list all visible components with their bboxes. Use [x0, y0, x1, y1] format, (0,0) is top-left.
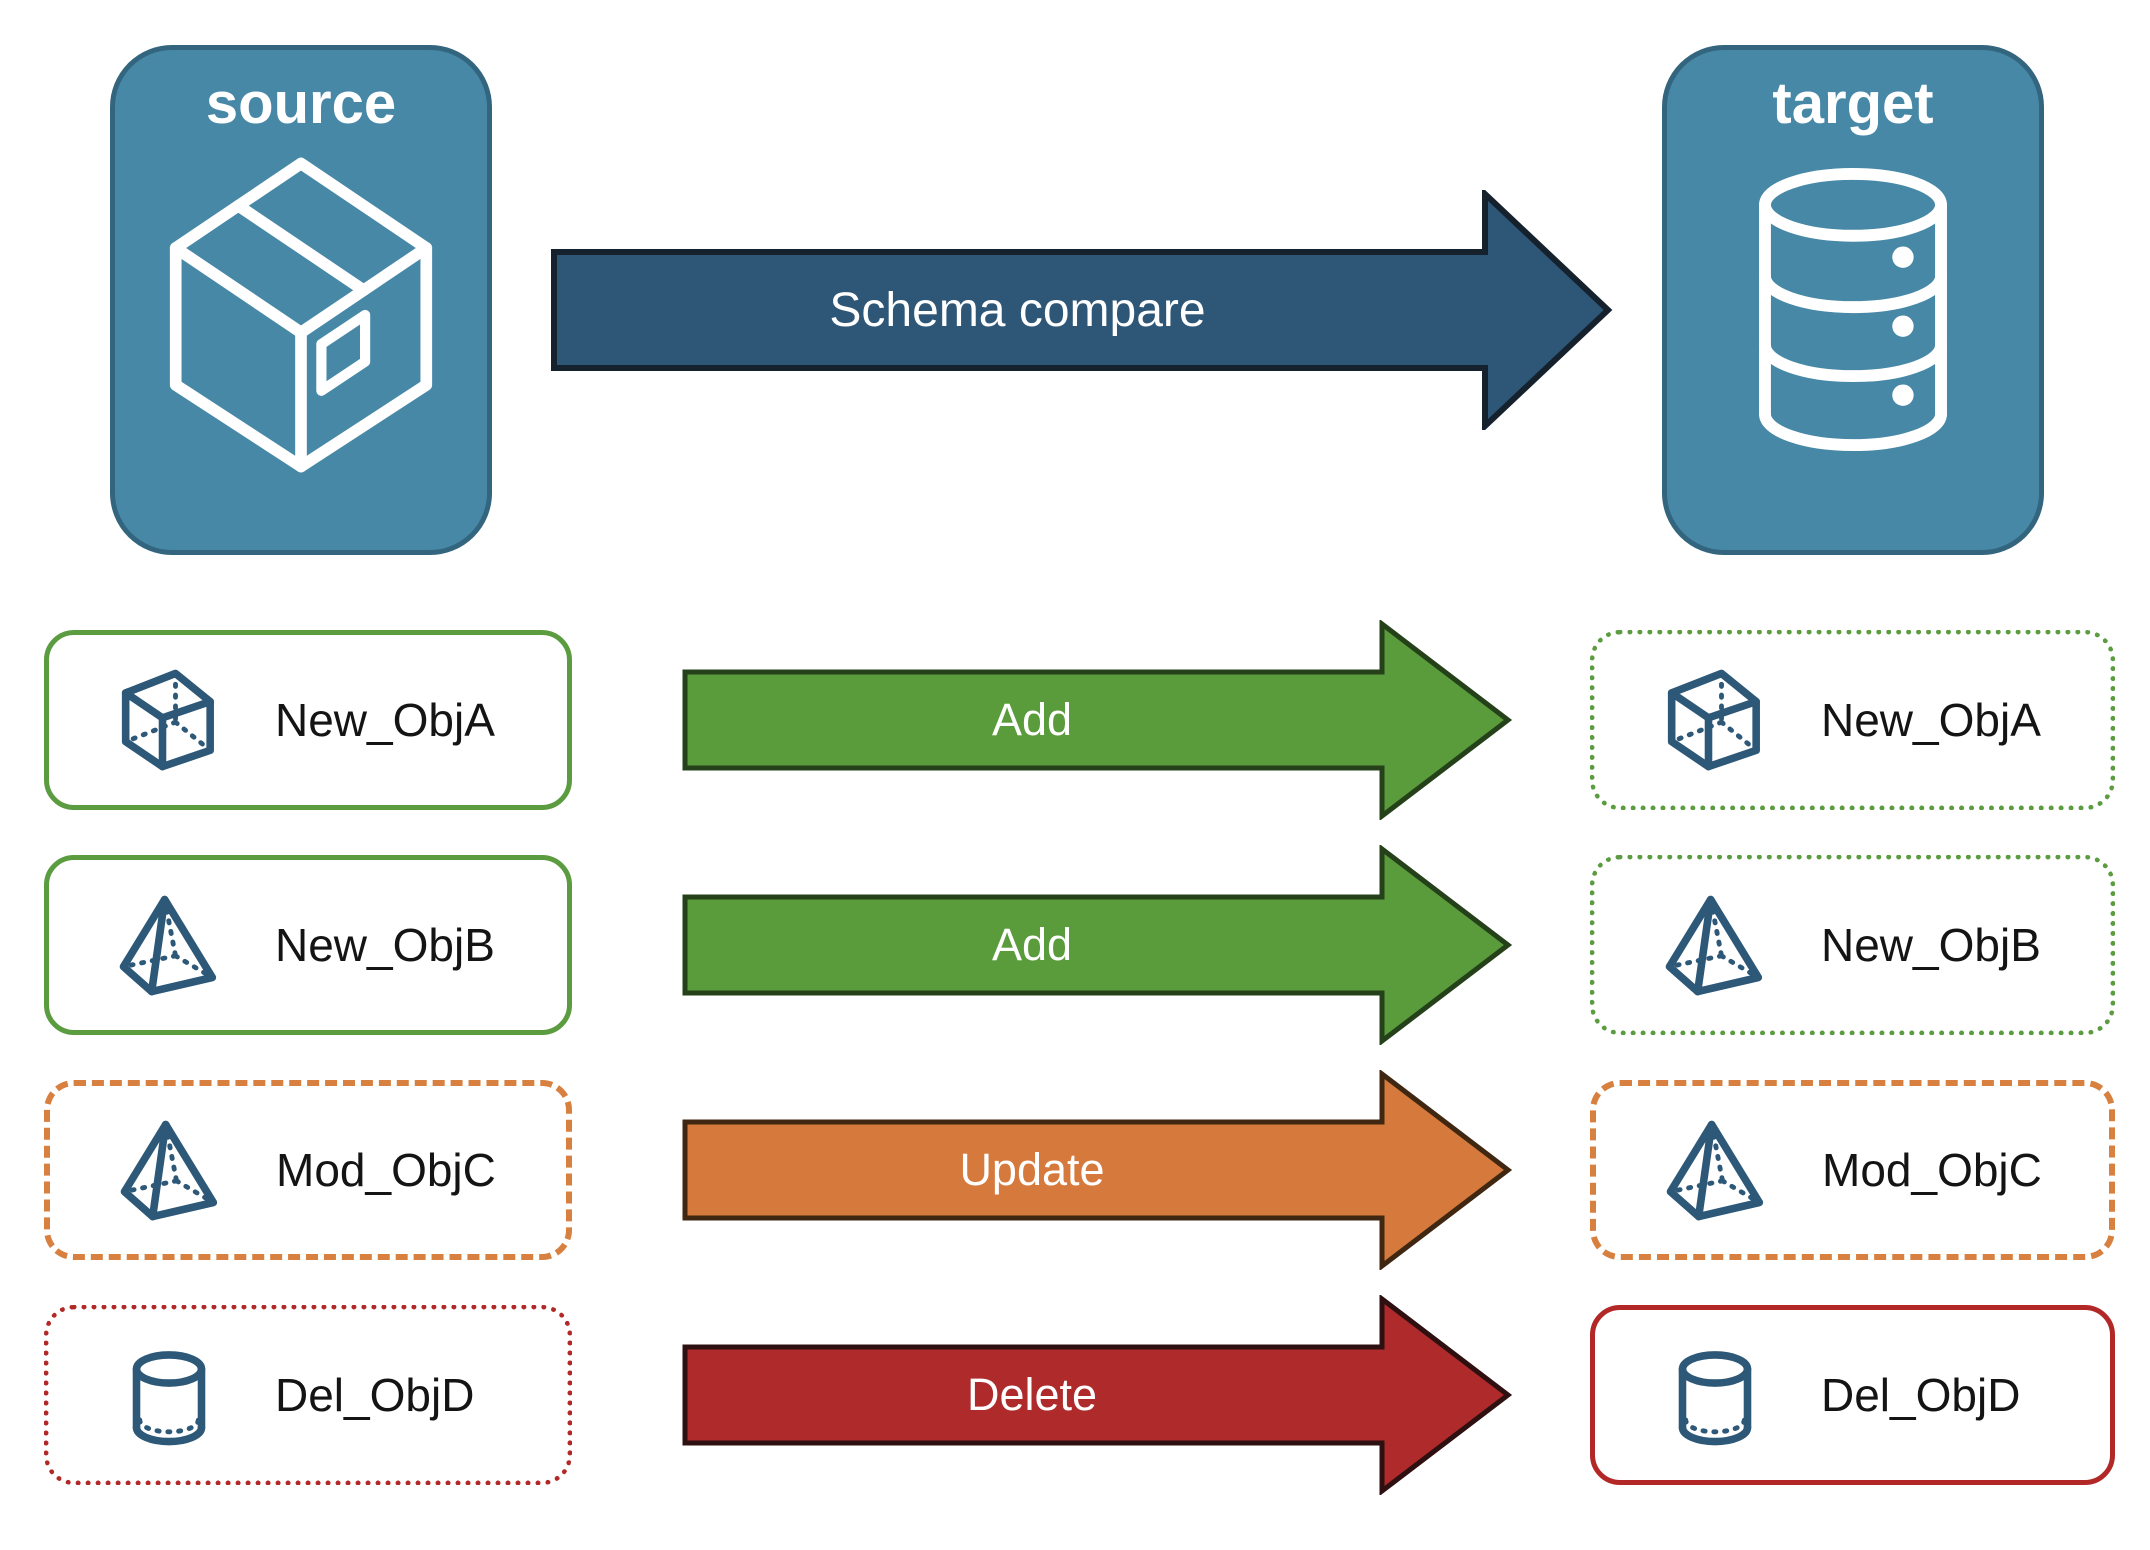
schema-compare-arrow-shape: [551, 190, 1613, 430]
object-label: Mod_ObjC: [276, 1144, 496, 1196]
schema-compare-label: Schema compare: [829, 283, 1206, 337]
target-object-box-new-obja: New_ObjA: [1590, 630, 2115, 810]
object-label: Mod_ObjC: [1822, 1144, 2042, 1196]
pyramid-icon: [117, 893, 221, 997]
object-label: New_ObjA: [275, 694, 495, 746]
pyramid-icon: [118, 1118, 222, 1222]
action-label: Add: [991, 694, 1073, 745]
source-object-box-new-obja: New_ObjA: [44, 630, 572, 810]
add-arrow-shape: [682, 845, 1513, 1045]
database-icon: [1734, 162, 1972, 457]
add-arrow-shape: [682, 620, 1513, 820]
source-title: source: [205, 71, 397, 136]
pyramid-icon: [1664, 1118, 1768, 1222]
object-label: New_ObjA: [1821, 694, 2041, 746]
target-title: target: [1772, 71, 1934, 136]
update-arrow: Update: [682, 1070, 1514, 1270]
target-object-box-del-objd: Del_ObjD: [1590, 1305, 2115, 1485]
target-object-box-mod-objc: Mod_ObjC: [1590, 1080, 2115, 1260]
add-arrow: Add: [682, 620, 1514, 820]
cylinder-icon: [117, 1343, 221, 1447]
source-object-box-mod-objc: Mod_ObjC: [44, 1080, 572, 1260]
source-box: source: [110, 45, 492, 555]
cube-icon: [1663, 668, 1767, 772]
cube-icon: [117, 668, 221, 772]
action-label: Delete: [966, 1369, 1098, 1420]
action-label: Update: [959, 1144, 1105, 1195]
object-label: New_ObjB: [1821, 919, 2041, 971]
cylinder-icon: [1663, 1343, 1767, 1447]
object-label: Del_ObjD: [1821, 1369, 2021, 1421]
source-object-box-new-objb: New_ObjB: [44, 855, 572, 1035]
object-label: New_ObjB: [275, 919, 495, 971]
object-label: Del_ObjD: [275, 1369, 475, 1421]
add-arrow: Add: [682, 845, 1514, 1045]
pyramid-icon: [1663, 893, 1767, 997]
target-box: target: [1662, 45, 2044, 555]
delete-arrow-shape: [682, 1295, 1513, 1495]
package-icon: [155, 146, 447, 484]
delete-arrow: Delete: [682, 1295, 1514, 1495]
action-label: Add: [991, 919, 1073, 970]
source-object-box-del-objd: Del_ObjD: [44, 1305, 572, 1485]
schema-compare-arrow: Schema compare: [550, 190, 1615, 430]
target-object-box-new-objb: New_ObjB: [1590, 855, 2115, 1035]
update-arrow-shape: [682, 1070, 1513, 1270]
